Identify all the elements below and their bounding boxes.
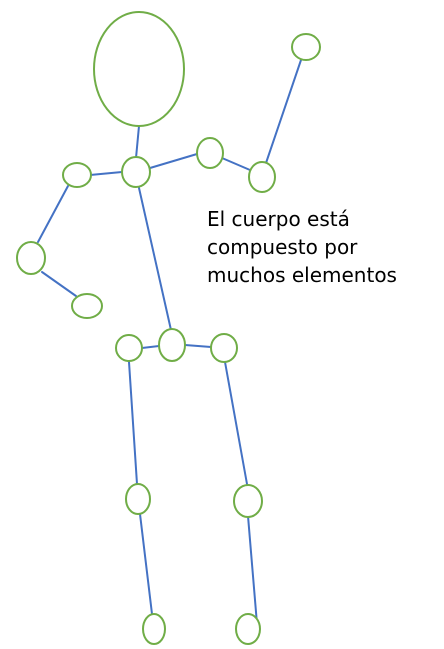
right-shin-bone bbox=[247, 515, 258, 625]
left-forearm-bone bbox=[41, 271, 77, 297]
left-shoulder-joint bbox=[62, 162, 92, 188]
left-shin-bone bbox=[139, 513, 153, 615]
right-shoulder-joint bbox=[196, 137, 224, 169]
left-upper-arm-bone bbox=[37, 185, 69, 243]
right-foot-joint bbox=[235, 613, 261, 645]
left-hip-bone bbox=[141, 345, 160, 349]
left-hip-joint bbox=[115, 334, 143, 362]
right-hip-joint bbox=[210, 333, 238, 363]
left-hand-joint bbox=[71, 293, 103, 319]
caption-line-1: El cuerpo está bbox=[207, 207, 350, 231]
left-foot-joint bbox=[142, 613, 166, 645]
right-shoulder-bone bbox=[149, 153, 198, 169]
right-upper-arm-bone bbox=[221, 157, 251, 171]
caption-line-3: muchos elementos bbox=[207, 263, 397, 287]
right-hand-joint bbox=[291, 33, 321, 61]
head-joint bbox=[93, 11, 185, 127]
joints bbox=[16, 11, 321, 645]
right-knee-joint bbox=[233, 484, 263, 518]
left-elbow-joint bbox=[16, 241, 46, 275]
neck-bone bbox=[135, 125, 140, 159]
right-thigh-bone bbox=[224, 361, 248, 485]
neck-joint bbox=[121, 156, 151, 188]
right-forearm-bone bbox=[265, 59, 302, 164]
bones bbox=[37, 59, 302, 625]
left-thigh-bone bbox=[128, 361, 138, 485]
caption-text: El cuerpo está compuesto por muchos elem… bbox=[207, 205, 441, 289]
left-knee-joint bbox=[125, 483, 151, 515]
right-elbow-joint bbox=[248, 161, 276, 193]
caption-line-2: compuesto por bbox=[207, 235, 358, 259]
spine-bone bbox=[138, 187, 172, 331]
left-shoulder-bone bbox=[89, 171, 123, 176]
right-hip-bone bbox=[184, 344, 212, 348]
pelvis-joint bbox=[158, 328, 186, 362]
